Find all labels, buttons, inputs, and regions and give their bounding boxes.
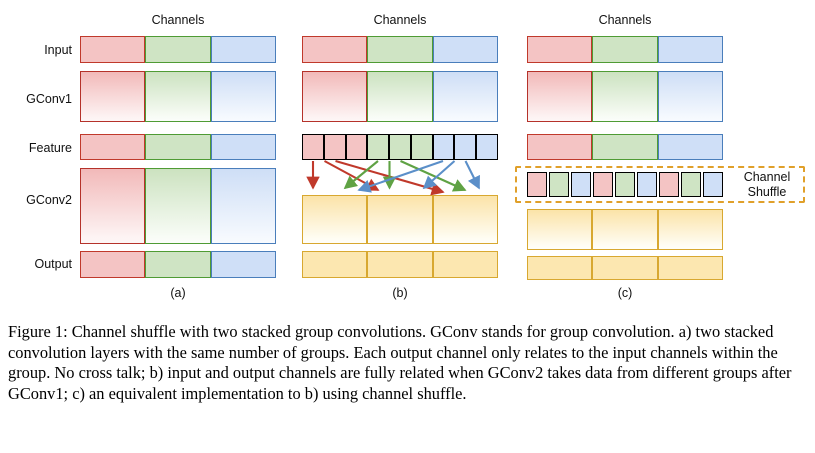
channel-group-yellow (367, 251, 433, 278)
feature-cell (367, 134, 390, 160)
figure-caption: Figure 1: Channel shuffle with two stack… (8, 322, 792, 403)
conv-group-red (302, 71, 368, 122)
channel-group-yellow (527, 256, 593, 280)
row-label-gconv1: GConv1 (26, 92, 72, 106)
channel-shuffle-label-line2: Shuffle (747, 185, 787, 199)
conv-group-yellow (527, 209, 593, 250)
channel-group-yellow (432, 251, 498, 278)
channels-label-a: Channels (149, 13, 207, 27)
channels-label-b: Channels (371, 13, 429, 27)
feature-cell (454, 134, 477, 160)
conv-group-yellow (302, 195, 368, 244)
conv-group-red (80, 168, 146, 244)
panel-b-output-bar (302, 251, 498, 278)
panel-b-input-bar (302, 36, 498, 63)
panel-caption-a: (a) (170, 286, 186, 300)
conv-group-yellow (432, 195, 498, 244)
row-label-input: Input (44, 43, 72, 57)
channel-group-yellow (657, 256, 723, 280)
conv-group-green (367, 71, 433, 122)
conv-group-red (80, 71, 146, 122)
channel-group-blue (210, 251, 276, 278)
row-label-gconv2: GConv2 (26, 193, 72, 207)
row-label-output: Output (34, 257, 72, 271)
conv-group-yellow (367, 195, 433, 244)
channel-group-yellow (302, 251, 368, 278)
shuffle-cell (527, 172, 547, 197)
panel-c-gconv2-block (527, 209, 723, 250)
channels-label-c: Channels (596, 13, 654, 27)
panel-caption-b: (b) (392, 286, 408, 300)
channel-group-blue (657, 134, 723, 160)
panel-b-gconv2-block (302, 195, 498, 244)
channel-group-red (80, 251, 146, 278)
panel-a-feature-bar (80, 134, 276, 160)
conv-group-yellow (592, 209, 658, 250)
channel-group-green (367, 36, 433, 63)
channel-group-red (80, 36, 146, 63)
panel-a-gconv2-block (80, 168, 276, 244)
conv-group-blue (210, 168, 276, 244)
panel-a-input-bar (80, 36, 276, 63)
feature-cell (432, 134, 455, 160)
conv-group-blue (657, 71, 723, 122)
feature-cell (476, 134, 499, 160)
channel-group-blue (657, 36, 723, 63)
shuffle-cell (615, 172, 635, 197)
feature-cell (345, 134, 368, 160)
channels-header-a: Channels (80, 8, 276, 30)
channel-group-blue (432, 36, 498, 63)
shuffle-cell (703, 172, 723, 197)
feature-cell (389, 134, 411, 160)
channel-shuffle-region (515, 166, 805, 203)
conv-group-green (592, 71, 658, 122)
conv-group-yellow (657, 209, 723, 250)
panel-a-gconv1-block (80, 71, 276, 122)
channel-group-red (527, 36, 593, 63)
channel-group-red (80, 134, 146, 160)
shuffle-cell (593, 172, 613, 197)
channel-group-blue (210, 134, 276, 160)
channel-shuffle-label-line1: Channel (743, 170, 791, 184)
panel-b-gconv1-block (302, 71, 498, 122)
panel-a-output-bar (80, 251, 276, 278)
channels-header-b: Channels (302, 8, 498, 30)
panel-c-output-bar (527, 256, 723, 280)
channel-group-red (527, 134, 593, 160)
channel-shuffle-label: Channel Shuffle (733, 170, 801, 200)
channel-group-green (145, 251, 211, 278)
shuffle-cell (659, 172, 679, 197)
feature-cell (323, 134, 346, 160)
panel-caption-c: (c) (617, 286, 633, 300)
shuffle-cell (637, 172, 657, 197)
channel-group-green (145, 36, 211, 63)
channel-group-green (145, 134, 211, 160)
panel-c-input-bar (527, 36, 723, 63)
channel-group-red (302, 36, 368, 63)
feature-cell (302, 134, 324, 160)
panel-c-feature-bar (527, 134, 723, 160)
figure-diagram: Input GConv1 Feature GConv2 Output Chann… (26, 8, 805, 300)
conv-group-blue (432, 71, 498, 122)
panel-c-gconv1-block (527, 71, 723, 122)
shuffle-cell (681, 172, 701, 197)
feature-cell (410, 134, 433, 160)
channels-header-c: Channels (527, 8, 723, 30)
conv-group-red (527, 71, 593, 122)
channel-group-yellow (592, 256, 658, 280)
shuffle-cell (571, 172, 591, 197)
panel-b-feature-bar (302, 134, 499, 160)
channel-group-green (592, 36, 658, 63)
panel-c-shuffle-bar (527, 172, 723, 197)
shuffle-cell (549, 172, 569, 197)
row-label-feature: Feature (28, 141, 72, 155)
conv-group-green (145, 168, 211, 244)
channel-group-green (592, 134, 658, 160)
channel-group-blue (210, 36, 276, 63)
conv-group-green (145, 71, 211, 122)
conv-group-blue (210, 71, 276, 122)
